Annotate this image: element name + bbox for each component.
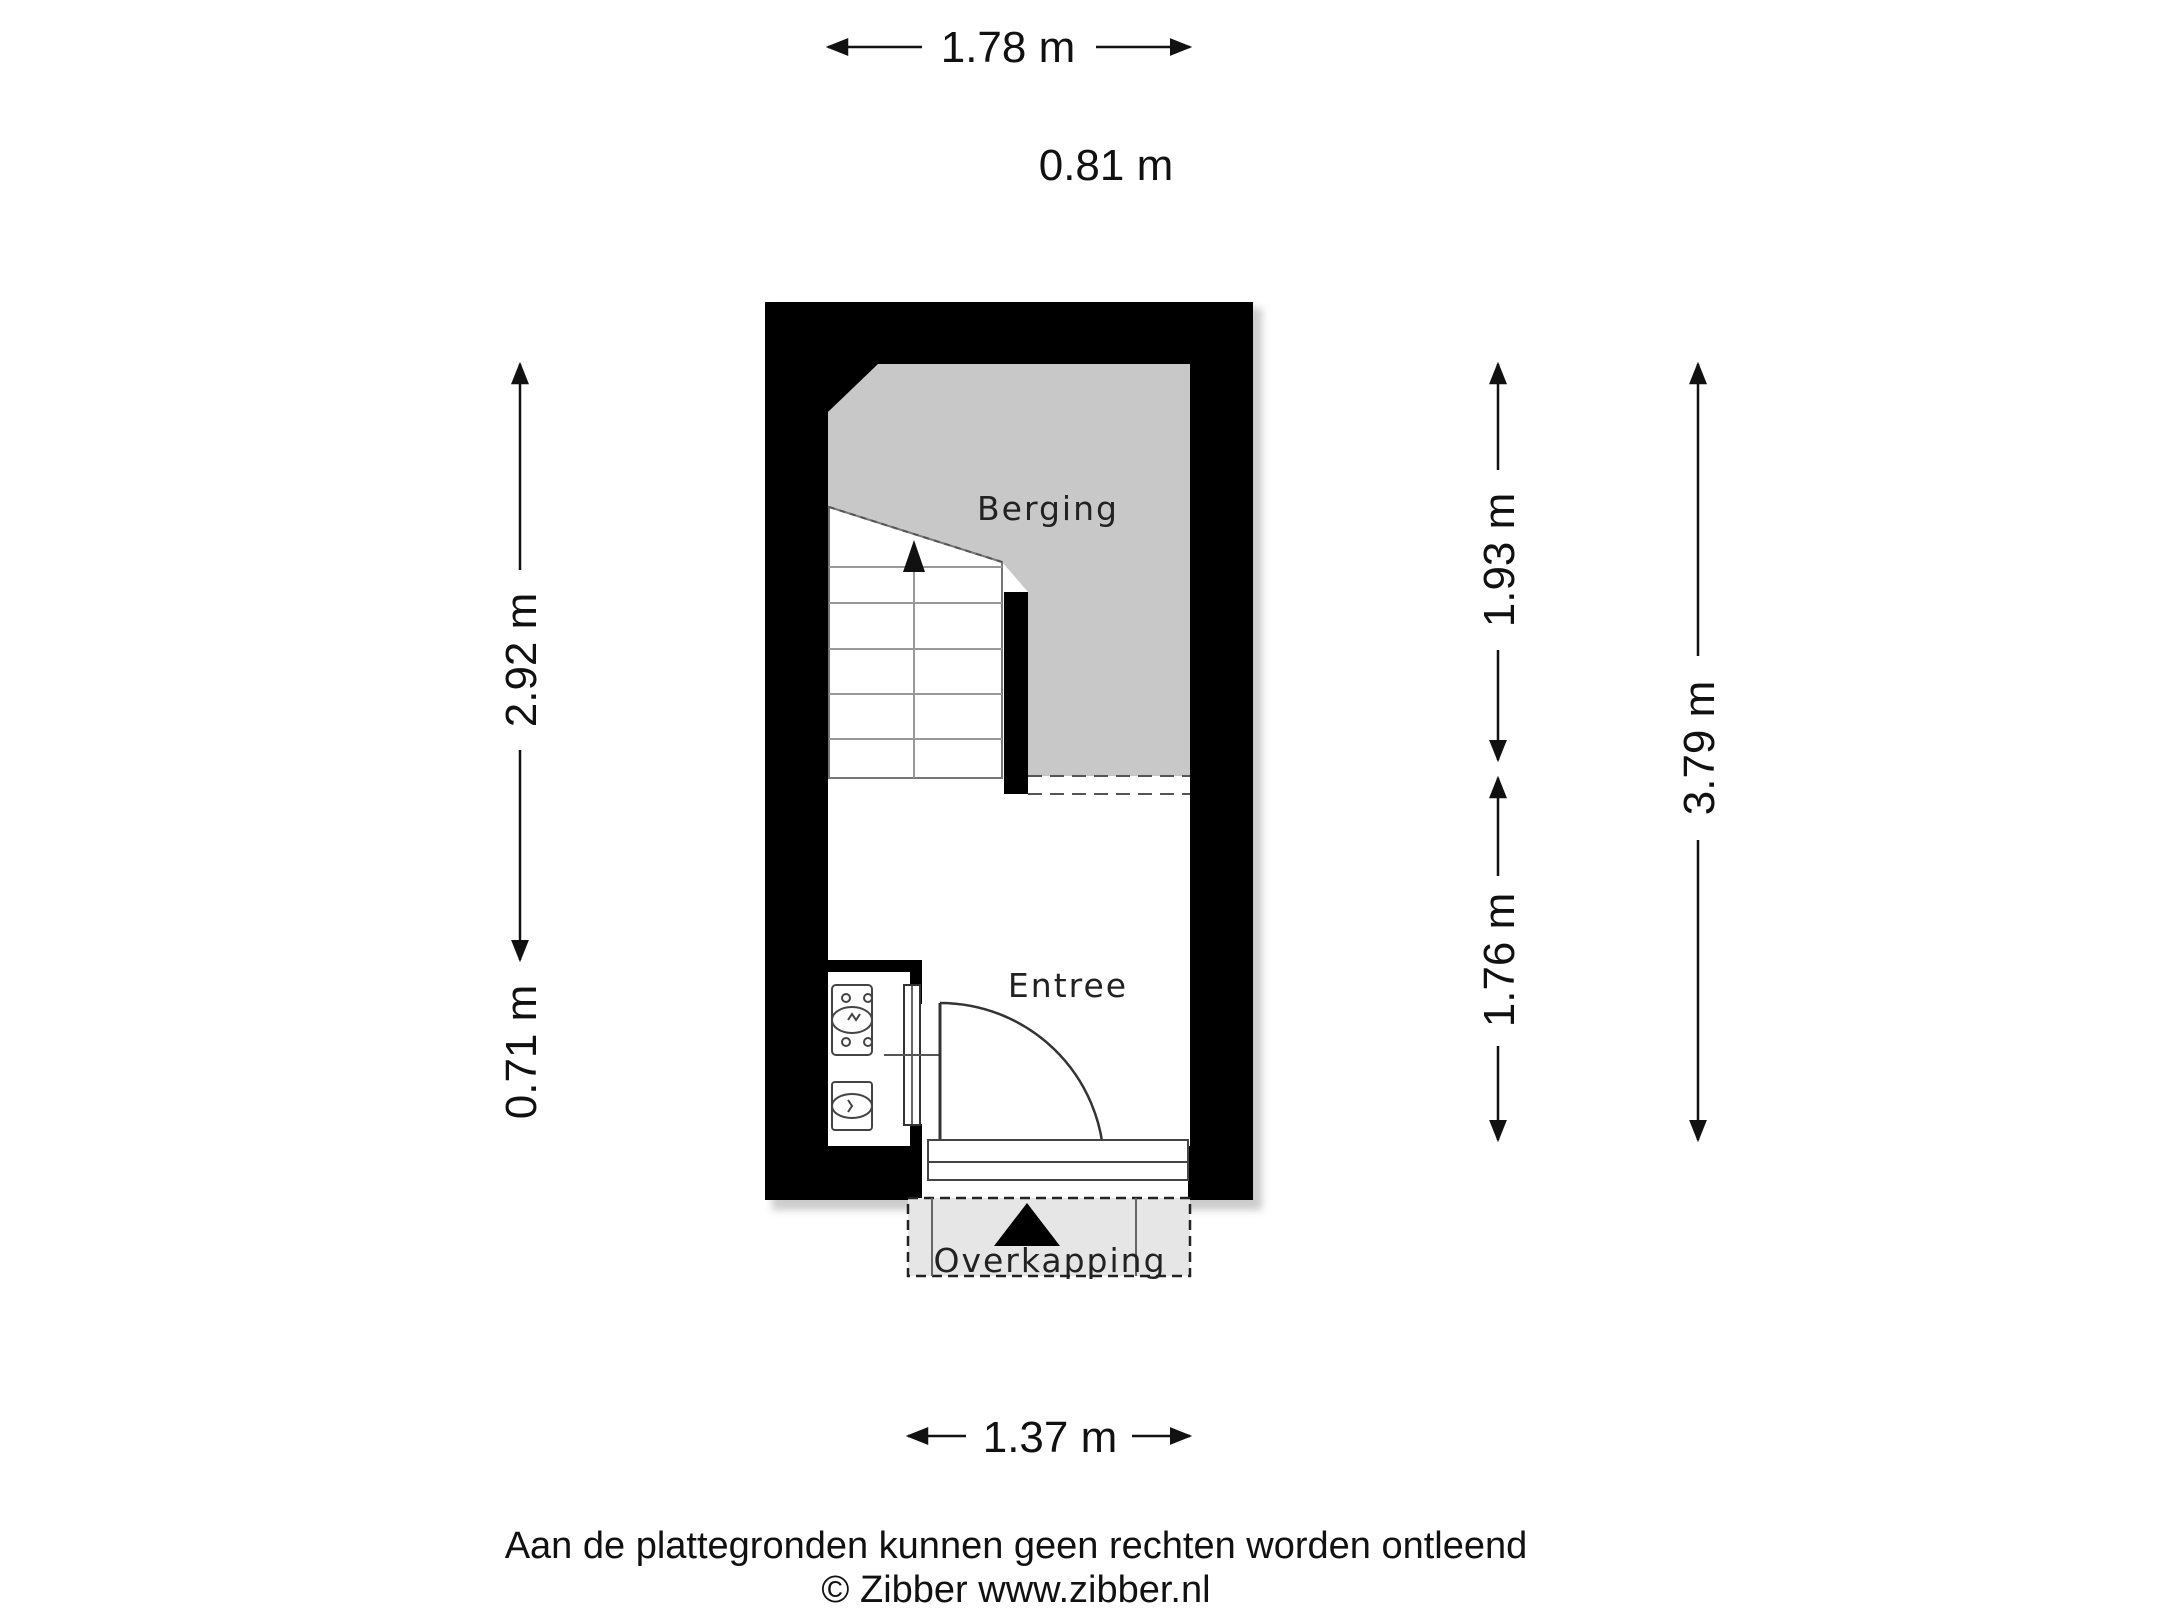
toilet: [831, 1081, 873, 1131]
footer-disclaimer: Aan de plattegronden kunnen geen rechten…: [505, 1525, 1528, 1567]
dim-right-upper: 1.93 m: [1475, 493, 1524, 628]
room-label-overkapping: Overkapping: [933, 1241, 1166, 1280]
room-label-berging: Berging: [977, 489, 1119, 528]
stair-up-arrow: [903, 540, 925, 572]
footer-copyright: © Zibber www.zibber.nl: [821, 1569, 1210, 1611]
dim-top-width: 1.78 m: [941, 23, 1076, 72]
dim-right-lower: 1.76 m: [1475, 893, 1524, 1028]
toilet-wall-side-lower: [910, 1124, 922, 1146]
stair-treads: [829, 566, 1002, 778]
dim-top-inner: 0.81 m: [1039, 141, 1174, 190]
door-swing-arc: [939, 1001, 1106, 1163]
entrance-opening: [922, 1140, 1188, 1200]
dim-left-upper: 2.92 m: [497, 593, 546, 728]
dim-right-total: 3.79 m: [1675, 681, 1724, 816]
corner-wall: [828, 364, 878, 412]
toilet-wall-top: [828, 960, 922, 972]
storage-opening: [1028, 776, 1190, 794]
room-label-entree: Entree: [1008, 966, 1128, 1005]
sink: [831, 984, 873, 1056]
threshold-lines: [927, 1139, 1189, 1181]
dim-bottom-width: 1.37 m: [983, 1413, 1118, 1462]
entrance-arrow: [994, 1203, 1060, 1246]
partition-wall: [1004, 592, 1028, 794]
stair-cutline: [828, 506, 1003, 563]
dim-left-lower: 0.71 m: [497, 985, 546, 1120]
